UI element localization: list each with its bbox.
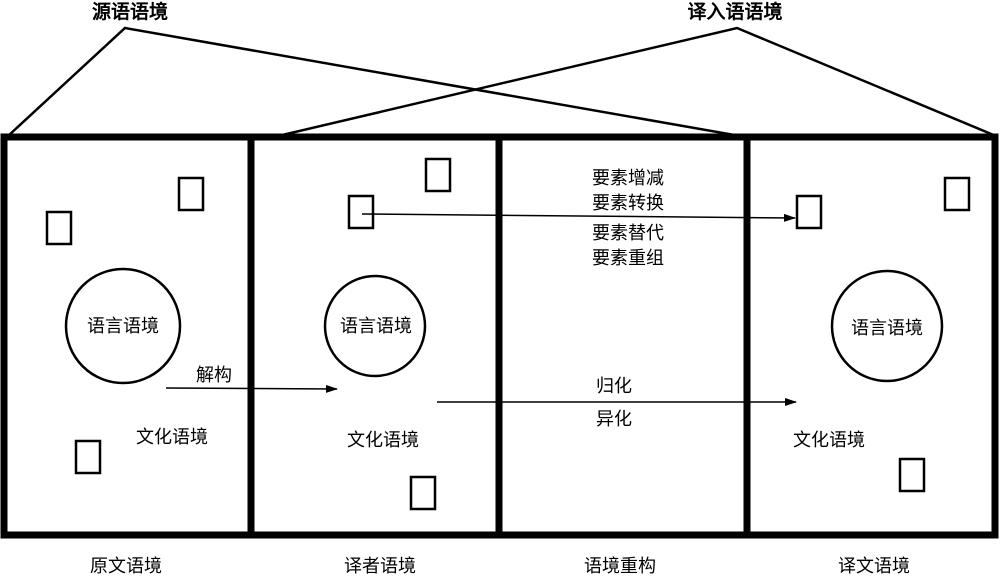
element-square — [898, 457, 926, 493]
element-square — [943, 176, 971, 212]
element-squares — [45, 157, 971, 511]
element-square — [795, 194, 823, 230]
language-circle-translation — [830, 269, 944, 383]
source-context-roof — [7, 26, 741, 138]
culture-label-original: 文化语境 — [136, 427, 208, 448]
operation-label: 要素增减 — [592, 168, 664, 189]
panel-frame — [0, 133, 999, 539]
bottom-label-reconstruction: 语境重构 — [584, 556, 656, 577]
roof-lines — [7, 26, 997, 138]
strategy-label-foreignization: 异化 — [596, 409, 632, 430]
circle-label-translation: 语言语境 — [851, 318, 923, 339]
arrow-deconstruct — [165, 384, 338, 393]
element-square — [177, 176, 205, 212]
element-square — [424, 157, 452, 193]
bottom-label-translation: 译文语境 — [838, 556, 910, 577]
element-square — [45, 210, 73, 246]
bottom-label-original: 原文语境 — [90, 556, 162, 577]
element-square — [74, 439, 102, 475]
language-circles — [64, 267, 944, 385]
element-square — [347, 194, 375, 230]
source-context-label: 源语语境 — [92, 0, 168, 23]
operation-label: 要素替代 — [592, 223, 664, 244]
element-square — [409, 475, 437, 511]
bottom-label-translator: 译者语境 — [344, 556, 416, 577]
strategy-label-domestication: 归化 — [596, 376, 632, 397]
circle-label-original: 语言语境 — [87, 316, 159, 337]
circle-label-translator: 语言语境 — [340, 316, 412, 337]
language-circle-original — [64, 267, 182, 385]
language-circle-translator — [323, 274, 427, 378]
operation-label: 要素重组 — [592, 248, 664, 269]
culture-label-translation: 文化语境 — [793, 430, 865, 451]
deconstruct-label: 解构 — [196, 365, 232, 386]
operation-label: 要素转换 — [592, 193, 664, 214]
culture-label-translator: 文化语境 — [347, 430, 419, 451]
arrows — [165, 213, 797, 406]
target-context-roof — [277, 26, 997, 138]
target-context-label: 译入语语境 — [687, 0, 782, 23]
arrow-element-transfer — [361, 213, 796, 222]
